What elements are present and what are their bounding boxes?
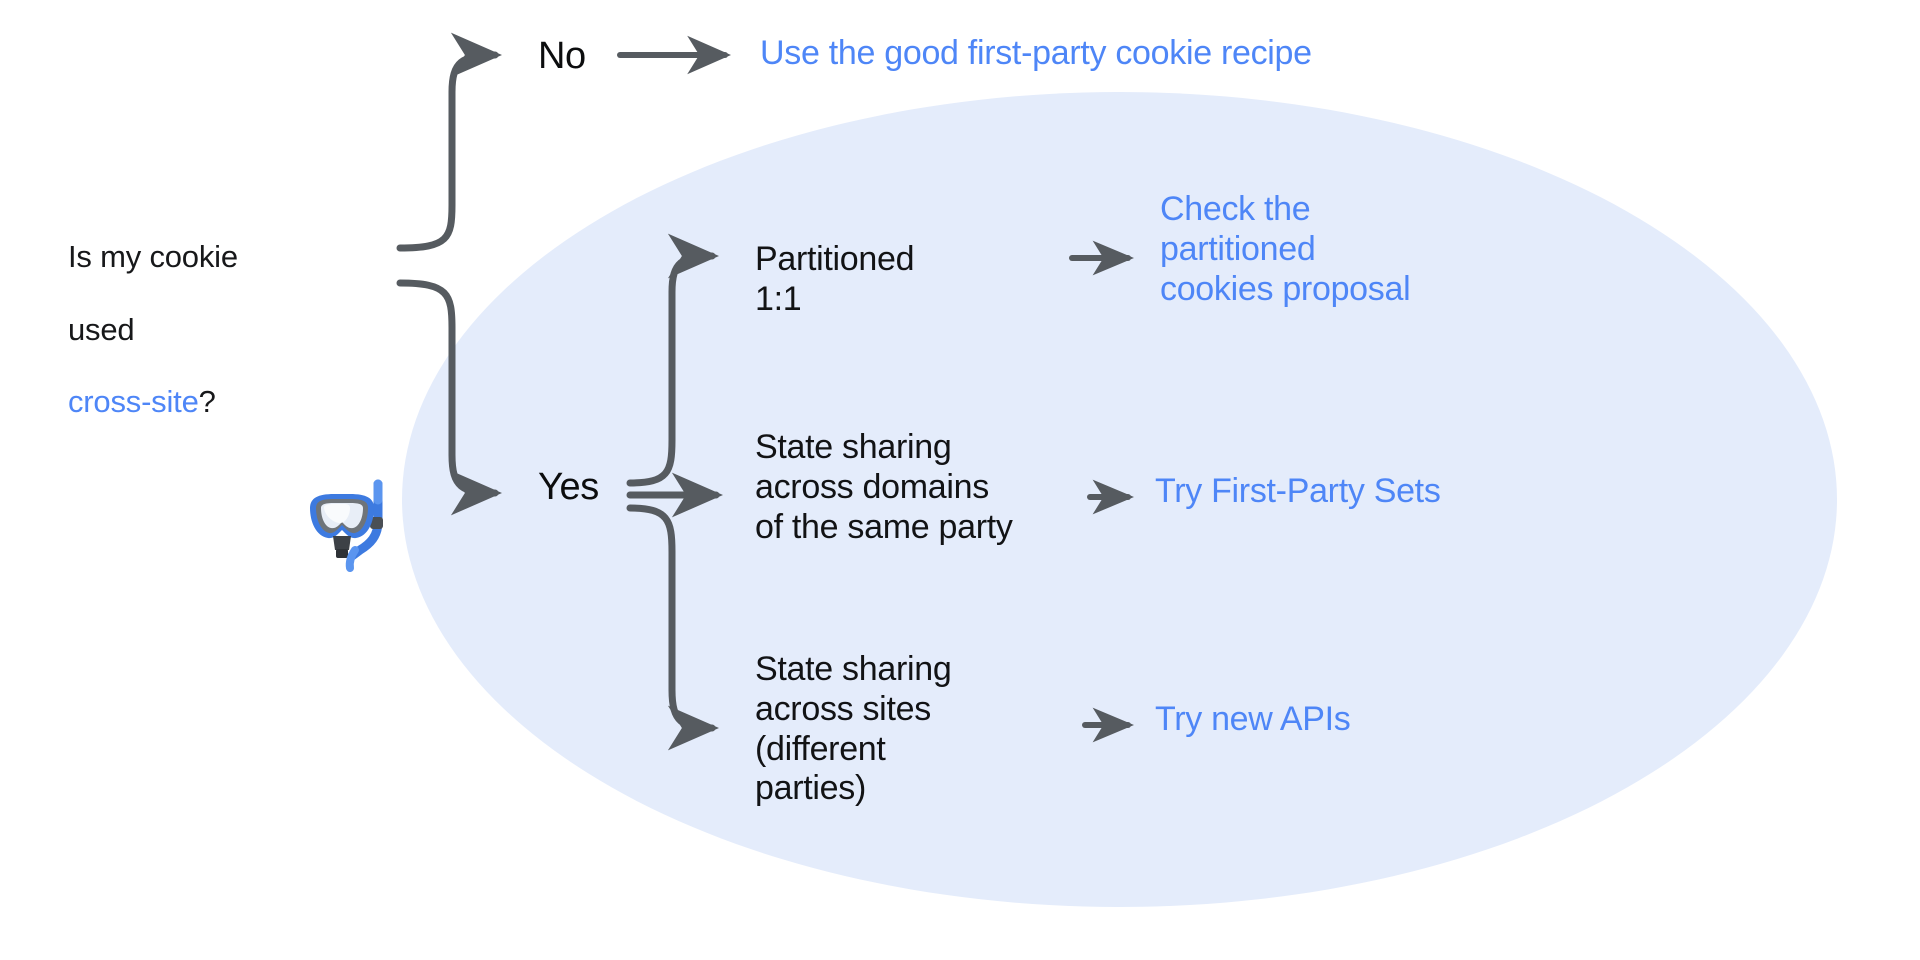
question-line-1: Is my cookie bbox=[68, 239, 238, 275]
outcome-first-party-cookie-recipe[interactable]: Use the good first-party cookie recipe bbox=[760, 34, 1312, 72]
question-line-2: used bbox=[68, 311, 135, 347]
highlight-ellipse bbox=[402, 92, 1837, 907]
diving-mask-icon bbox=[310, 479, 383, 572]
outcome-first-party-sets[interactable]: Try First-Party Sets bbox=[1155, 472, 1441, 510]
condition-partitioned-1-1: Partitioned 1:1 bbox=[755, 240, 915, 318]
condition-state-sharing-across-sites: State sharing across sites (different pa… bbox=[755, 650, 952, 808]
condition-state-sharing-across-domains: State sharing across domains of the same… bbox=[755, 428, 1013, 546]
branch-label-yes: Yes bbox=[538, 466, 599, 508]
outcome-try-new-apis[interactable]: Try new APIs bbox=[1155, 700, 1351, 738]
question-suffix: ? bbox=[198, 384, 216, 420]
question-node: Is my cookie used cross-site? bbox=[68, 203, 368, 421]
branch-label-no: No bbox=[538, 35, 586, 77]
question-accent-cross-site[interactable]: cross-site bbox=[68, 384, 199, 420]
outcome-partitioned-cookies-proposal[interactable]: Check the partitioned cookies proposal bbox=[1160, 190, 1411, 308]
